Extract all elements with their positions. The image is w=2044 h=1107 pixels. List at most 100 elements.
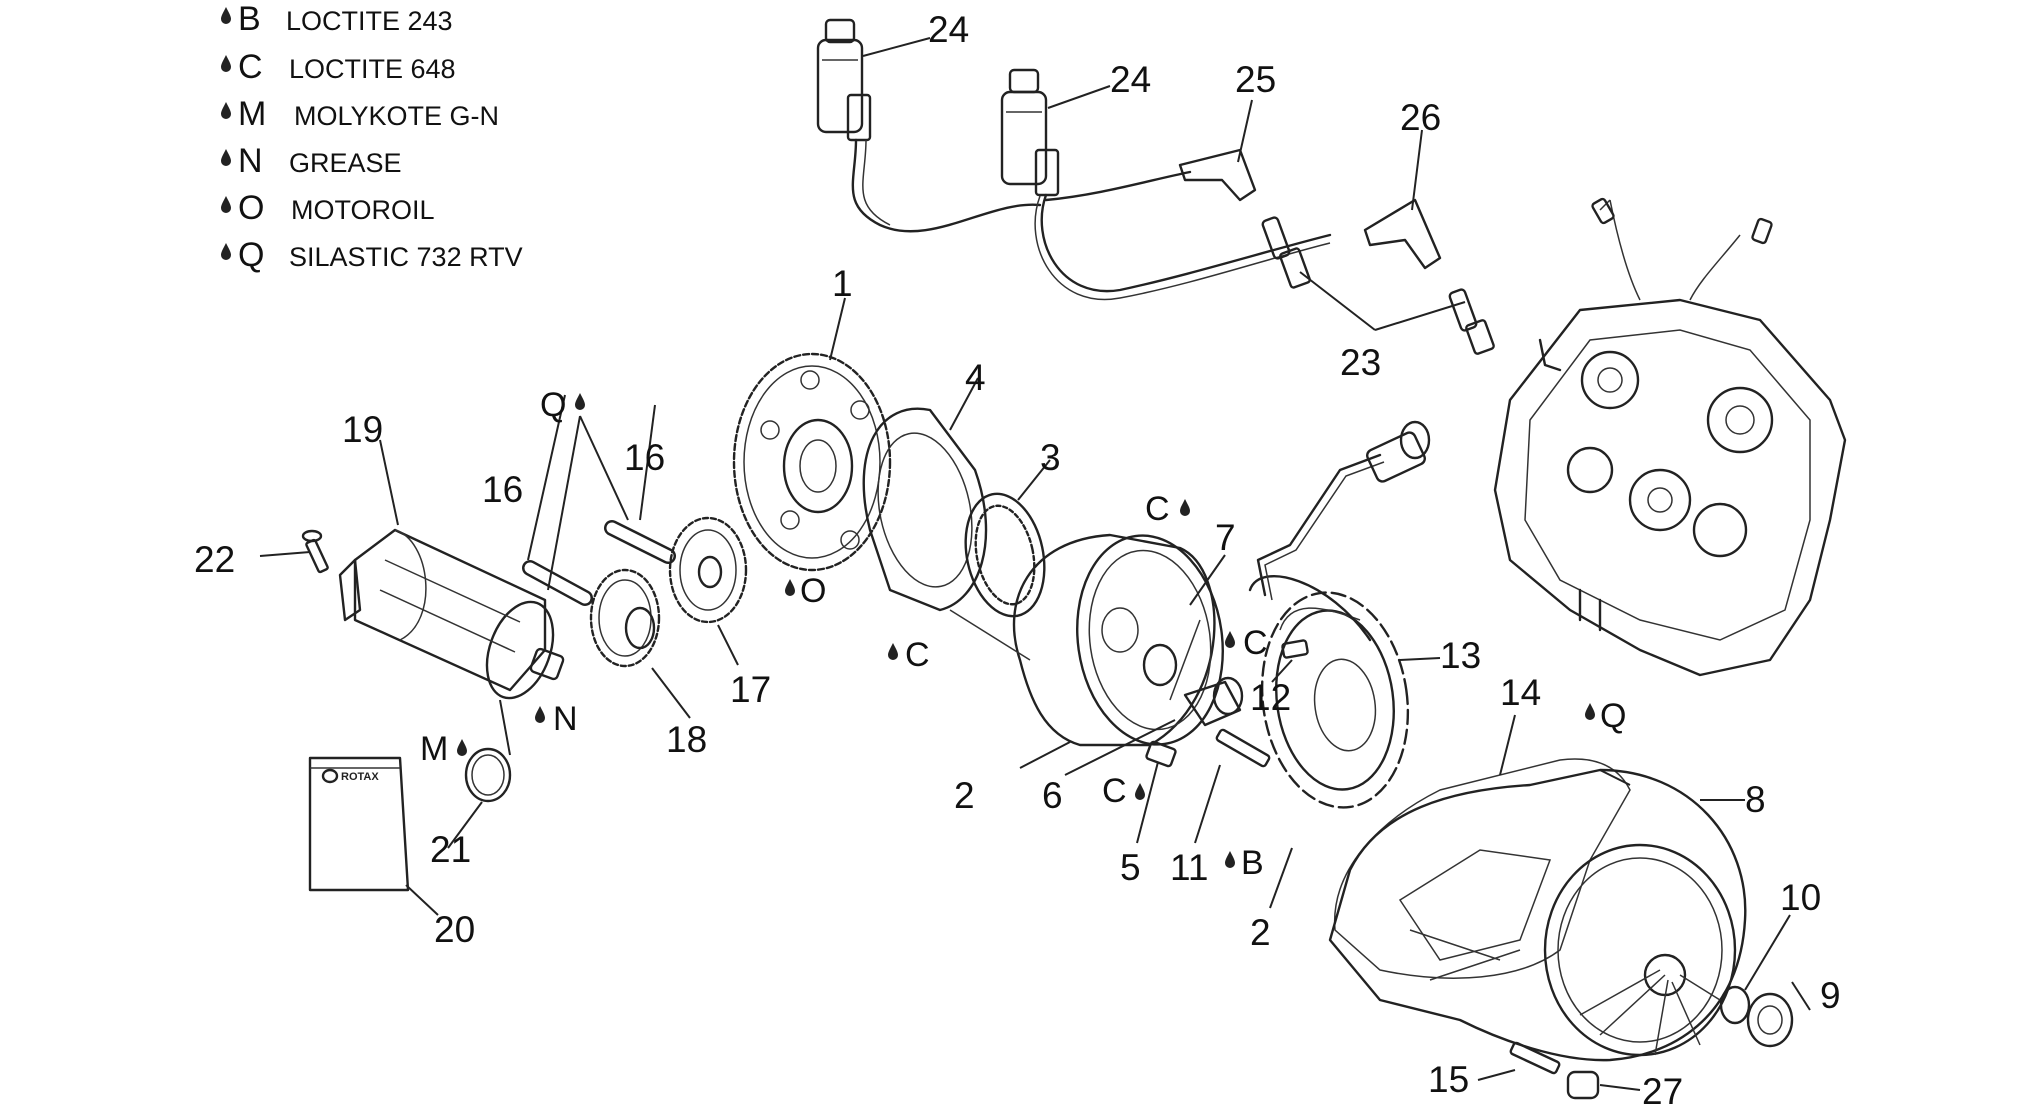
- legend-code: O: [238, 189, 264, 227]
- screw-15: [1509, 1041, 1561, 1075]
- bolt-11: [1215, 728, 1271, 768]
- callout-16-left: 16: [482, 469, 523, 510]
- leader-lines: [259, 37, 1811, 1091]
- drop-icon: [221, 149, 231, 166]
- code-c-rotor: C: [1145, 490, 1170, 528]
- callout-8: 8: [1745, 779, 1766, 820]
- callout-9: 9: [1820, 975, 1841, 1016]
- callout-10: 10: [1780, 877, 1821, 918]
- callout-1: 1: [832, 263, 853, 304]
- gear-1: [732, 352, 892, 572]
- callout-13: 13: [1440, 635, 1481, 676]
- drop-icon: [221, 243, 231, 260]
- callout-14: 14: [1500, 672, 1541, 713]
- callout-6: 6: [1042, 775, 1063, 816]
- callout-19: 19: [342, 409, 383, 450]
- legend-text: SILASTIC 732 RTV: [289, 242, 523, 272]
- legend-item-n: N GREASE: [221, 142, 402, 180]
- legend-text: GREASE: [289, 148, 402, 178]
- callout-12: 12: [1250, 677, 1291, 718]
- starter-motor: [338, 528, 565, 700]
- legend-code: C: [238, 48, 263, 86]
- callout-24-left: 24: [928, 9, 969, 50]
- hv-cables: [851, 138, 1332, 301]
- pin-16-lower: [522, 560, 593, 606]
- gear-17: [668, 516, 748, 624]
- cover-8: [1328, 768, 1747, 1062]
- screw-5: [1145, 740, 1177, 768]
- legend-code: B: [238, 0, 261, 38]
- ignition-coil-right: [1000, 68, 1060, 197]
- drop-icon: [221, 102, 231, 119]
- legend-code: Q: [238, 236, 264, 274]
- spark-plug-cap-25: [1178, 148, 1257, 202]
- product-codes: Q O C C C C B M N Q: [420, 386, 1626, 882]
- callout-11: 11: [1170, 847, 1208, 888]
- callout-7: 7: [1215, 517, 1236, 558]
- manual-brand: ROTAX: [341, 771, 379, 783]
- oring-21: [464, 747, 512, 803]
- legend-code: M: [238, 95, 266, 133]
- legend: B LOCTITE 243 C LOCTITE 648 M MOLYKOTE G…: [221, 0, 523, 274]
- callout-2-stator: 2: [1250, 912, 1271, 953]
- manual-booklet: ROTAX: [308, 756, 410, 892]
- drop-icon: [888, 643, 898, 660]
- code-n-shaft: N: [553, 700, 578, 738]
- callout-24-right: 24: [1110, 59, 1151, 100]
- drop-icon: [457, 739, 467, 756]
- cylinder-head: [1493, 197, 1847, 677]
- callout-20: 20: [434, 909, 475, 950]
- legend-item-b: B LOCTITE 243: [221, 0, 453, 38]
- code-c-stator: C: [1243, 624, 1268, 662]
- legend-code: N: [238, 142, 263, 180]
- callout-2-rotor: 2: [954, 775, 975, 816]
- drop-icon: [575, 393, 585, 410]
- callout-22: 22: [194, 539, 235, 580]
- legend-item-o: O MOTOROIL: [221, 189, 435, 227]
- stator: [1248, 575, 1410, 809]
- drop-icon: [221, 55, 231, 72]
- legend-item-q: Q SILASTIC 732 RTV: [221, 236, 523, 274]
- drop-icon: [1225, 631, 1235, 648]
- legend-text: LOCTITE 648: [289, 54, 456, 84]
- callout-23: 23: [1340, 342, 1381, 383]
- legend-item-c: C LOCTITE 648: [221, 48, 456, 86]
- flywheel-rotor: [1012, 533, 1224, 747]
- freewheel-ring-4: [862, 407, 988, 612]
- gear-18: [589, 568, 661, 668]
- oring-10: [1719, 985, 1751, 1025]
- callout-21: 21: [430, 829, 471, 870]
- callouts: 24 24 25 26 23 1 4 3 7 19 22 16 16 17 18…: [194, 9, 1841, 1107]
- drop-icon: [785, 579, 795, 596]
- drop-icon: [1180, 499, 1190, 516]
- ignition-coil-left: [816, 18, 872, 142]
- spark-plug-cap-26: [1363, 198, 1442, 270]
- callout-16-right: 16: [624, 437, 665, 478]
- legend-text: MOTOROIL: [291, 195, 435, 225]
- code-o-gear: O: [800, 572, 826, 610]
- drop-icon: [221, 196, 231, 213]
- pin-16-upper: [604, 520, 676, 564]
- spark-plugs-23: [1261, 216, 1495, 355]
- callout-18: 18: [666, 719, 707, 760]
- callout-4: 4: [965, 357, 986, 398]
- plug-9: [1746, 992, 1794, 1048]
- drop-icon: [1585, 703, 1595, 720]
- drop-icon: [535, 706, 545, 723]
- drop-icon: [1225, 851, 1235, 868]
- callout-15: 15: [1428, 1059, 1469, 1100]
- callout-17: 17: [730, 669, 771, 710]
- code-b-bolt: B: [1241, 844, 1264, 882]
- callout-27: 27: [1642, 1071, 1683, 1107]
- callout-26: 26: [1400, 97, 1441, 138]
- sleeve-12: [1183, 676, 1244, 727]
- bolt-22: [301, 529, 329, 574]
- stator-cable: [1256, 420, 1431, 601]
- legend-item-m: M MOLYKOTE G-N: [221, 95, 499, 133]
- code-c-screw: C: [1102, 772, 1127, 810]
- legend-text: LOCTITE 243: [286, 6, 453, 36]
- drop-icon: [1135, 783, 1145, 800]
- code-m-shaft: M: [420, 730, 448, 768]
